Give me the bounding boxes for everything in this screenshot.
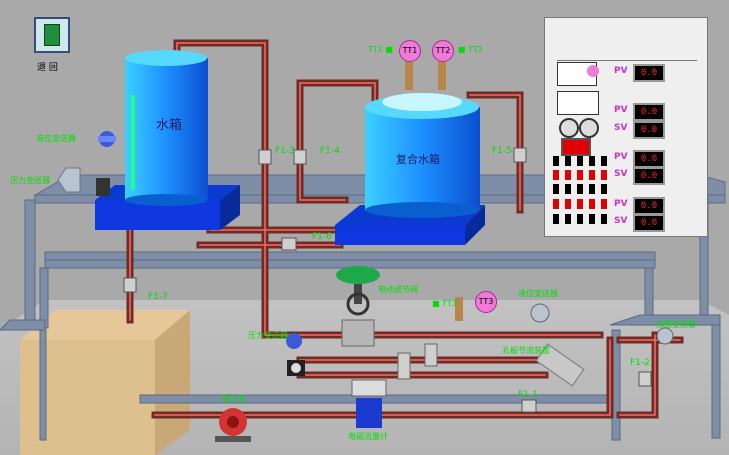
tt2-indicator[interactable]: TT2 [432, 40, 454, 62]
sv-label-3: SV [614, 169, 628, 179]
valve-f1-5-label: F1-5 [492, 146, 512, 156]
pv-label-1: PV [614, 66, 628, 76]
tt1-indicator[interactable]: TT1 [399, 40, 421, 62]
terminal-row-2 [553, 170, 613, 180]
control-valve-label: 电动调节阀 [378, 285, 418, 294]
display-6: 0.0 [633, 197, 665, 215]
valve-f1-6-icon[interactable] [281, 237, 297, 251]
pv-label-2: PV [614, 105, 628, 115]
composite-tank [335, 93, 485, 245]
valve-f1-5-icon[interactable] [513, 147, 527, 163]
tt2-probe [438, 60, 446, 90]
sv-label-4: SV [614, 216, 628, 226]
composite-tank-label: 复合水箱 [396, 153, 440, 166]
valve-f1-6-label: F1-6 [312, 232, 332, 242]
pv-label-3: PV [614, 152, 628, 162]
level-sensor-icon[interactable] [98, 131, 116, 147]
magnetic-flowmeter-label: 电磁流量计 [348, 432, 388, 441]
orifice-meter-icon[interactable] [535, 343, 585, 387]
right-transmitter-label: 流量变送器 [656, 320, 696, 329]
back-label: 退 回 [37, 63, 58, 73]
magnetic-flowmeter-icon[interactable] [351, 379, 387, 428]
right-transmitter-icon[interactable] [656, 327, 674, 345]
tt3-tag: ■ TT3 [432, 299, 457, 308]
tt3-probe [455, 297, 463, 321]
display-2: 0.0 [633, 103, 665, 121]
valve-f1-3-icon[interactable] [258, 149, 272, 165]
valve-f1-4-label: F1-4 [320, 146, 340, 156]
valve-f1-1-icon[interactable] [521, 399, 537, 413]
pv-label-4: PV [614, 199, 628, 209]
pressure-transmitter-label: 压力变送器 [248, 331, 288, 340]
door-icon [44, 24, 60, 46]
status-light-icon [587, 65, 599, 77]
orifice-meter-label: 孔板节流装置 [502, 346, 550, 355]
sv-label-2: SV [614, 123, 628, 133]
back-button[interactable] [34, 17, 70, 53]
valve-f1-3-label: F1-3 [275, 146, 295, 156]
terminal-row-3 [553, 184, 613, 194]
pressure-sensor-icon[interactable] [57, 167, 81, 193]
pump-label: 磁力泵 [222, 394, 246, 403]
valve-f1-2-label: F1-2 [630, 358, 650, 368]
analog-gauge-icon [557, 91, 599, 115]
pressure-sensor-label: 压力变送器 [10, 176, 50, 185]
display-4: 0.0 [633, 150, 665, 168]
pump-icon[interactable] [215, 408, 251, 442]
control-panel: PV 0.0 PV 0.0 SV 0.0 PV 0.0 SV 0.0 PV 0.… [544, 17, 708, 237]
small-valve-icon[interactable] [397, 343, 438, 380]
display-1: 0.0 [633, 64, 665, 82]
terminal-row-5 [553, 214, 613, 224]
flow-transmitter-icon[interactable] [530, 303, 550, 323]
control-valve-icon[interactable] [336, 266, 380, 347]
alarm-indicator [561, 138, 591, 156]
valve-f1-7-icon[interactable] [123, 277, 137, 293]
gauge-icon[interactable] [96, 178, 110, 196]
knob-left-icon[interactable] [559, 118, 579, 138]
panel-header [557, 60, 697, 61]
flow-transmitter-label: 液位变送器 [518, 289, 558, 298]
knob-right-icon[interactable] [579, 118, 599, 138]
tt2-tag: ■ TT2 [458, 45, 483, 54]
water-tank [95, 50, 240, 230]
terminal-row-4 [553, 199, 613, 209]
valve-f1-2-icon[interactable] [638, 371, 652, 387]
display-7: 0.0 [633, 214, 665, 232]
display-3: 0.0 [633, 121, 665, 139]
valve-f1-7-label: F1-7 [148, 292, 168, 302]
tt1-tag: TT1 ■ [368, 45, 393, 54]
valve-f1-1-label: F1-1 [518, 390, 538, 400]
tt1-probe [405, 60, 413, 90]
valve-f1-4-icon[interactable] [293, 149, 307, 165]
left-top-sensor-label: 液位变送器 [36, 134, 76, 143]
pressure-transmitter-icon[interactable] [286, 333, 305, 376]
display-5: 0.0 [633, 167, 665, 185]
water-tank-label: 水箱 [156, 118, 183, 133]
tt3-indicator[interactable]: TT3 [475, 291, 497, 313]
terminal-row-1 [553, 156, 613, 166]
